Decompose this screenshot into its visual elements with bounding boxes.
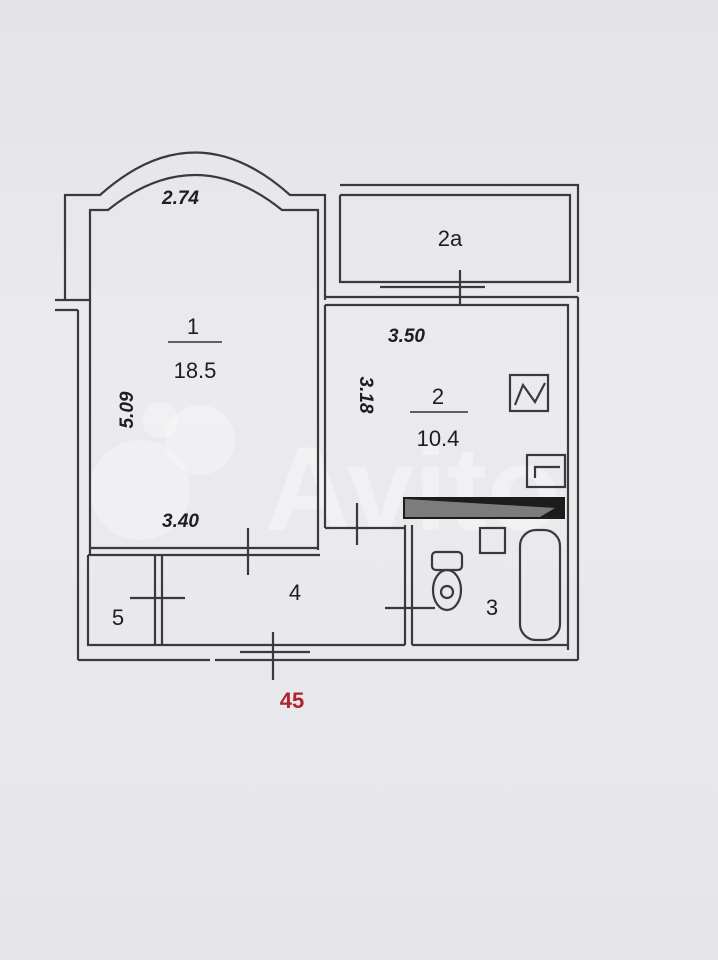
room-4-number: 4: [289, 580, 301, 605]
room-1-length: 5.09: [117, 391, 138, 428]
room-1-area: 18.5: [174, 358, 217, 383]
watermark-logo-dot: [165, 405, 235, 475]
bathtub-icon: [518, 528, 562, 642]
room-2-width: 3.50: [388, 326, 425, 347]
washbasin-icon: [478, 526, 507, 555]
sink-icon: [525, 453, 567, 489]
walls: [55, 151, 580, 680]
room-3-number: 3: [486, 595, 498, 620]
room-2-length: 3.18: [355, 377, 376, 414]
stove-icon: [508, 373, 550, 413]
room-1-width: 3.40: [162, 511, 199, 532]
toilet-icon: [431, 568, 463, 612]
room-1-number: 1: [187, 314, 199, 339]
room-5-number: 5: [112, 605, 124, 630]
room-1-top-width: 2.74: [161, 188, 199, 209]
room-2-area: 10.4: [417, 426, 460, 451]
watermark-logo-dot: [142, 402, 178, 438]
apartment-number: 45: [280, 688, 304, 713]
watermark-logo-dot: [90, 440, 190, 540]
balcony-2a-label: 2a: [438, 226, 463, 251]
room-2-number: 2: [432, 384, 444, 409]
